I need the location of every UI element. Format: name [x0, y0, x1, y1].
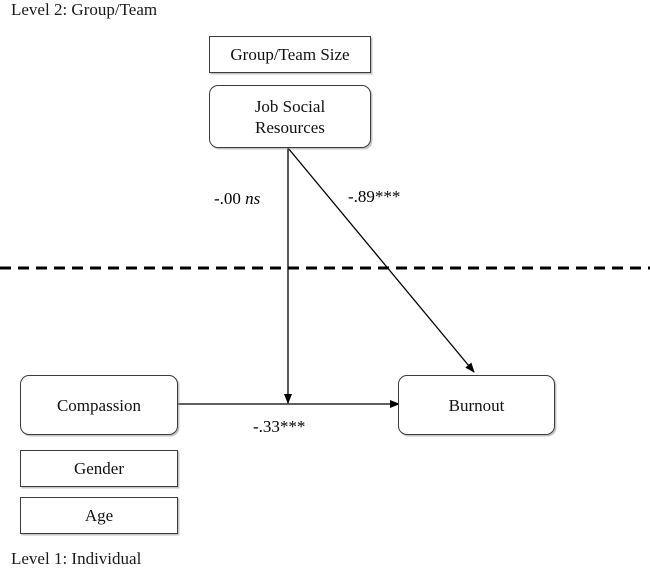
path-label-compassion-to-burnout: -.33*** [253, 417, 305, 437]
path-coefficient-value: -.33 [253, 417, 280, 436]
node-burnout[interactable]: Burnout [398, 375, 555, 435]
node-job-social-resources-line1: Job Social [254, 96, 326, 116]
node-age[interactable]: Age [20, 497, 178, 534]
path-significance-ns: ns [245, 189, 261, 208]
level-2-caption: Level 2: Group/Team [11, 0, 158, 19]
node-group-team-size-label: Group/Team Size [230, 45, 350, 64]
node-job-social-resources[interactable]: Job Social Resources [209, 85, 371, 148]
level-1-caption: Level 1: Individual [11, 549, 142, 568]
path-significance-stars: *** [279, 417, 306, 436]
path-significance-stars: *** [374, 187, 401, 206]
node-burnout-label: Burnout [448, 395, 505, 415]
node-job-social-resources-label: Job Social Resources [249, 96, 331, 138]
node-age-label: Age [84, 506, 114, 525]
node-gender[interactable]: Gender [20, 450, 178, 487]
node-compassion-label: Compassion [56, 395, 142, 415]
node-compassion[interactable]: Compassion [20, 375, 178, 435]
path-label-job-social-resources-to-compassion-burnout: -.00 ns [214, 189, 260, 209]
arrow-job-social-resources-to-burnout [287, 147, 475, 373]
path-label-job-social-resources-to-burnout: -.89*** [348, 187, 400, 207]
node-gender-label: Gender [73, 459, 125, 478]
node-group-team-size[interactable]: Group/Team Size [209, 36, 371, 73]
path-coefficient-value: -.00 [214, 189, 241, 208]
path-coefficient-value: -.89 [348, 187, 375, 206]
node-job-social-resources-line2: Resources [255, 117, 325, 137]
